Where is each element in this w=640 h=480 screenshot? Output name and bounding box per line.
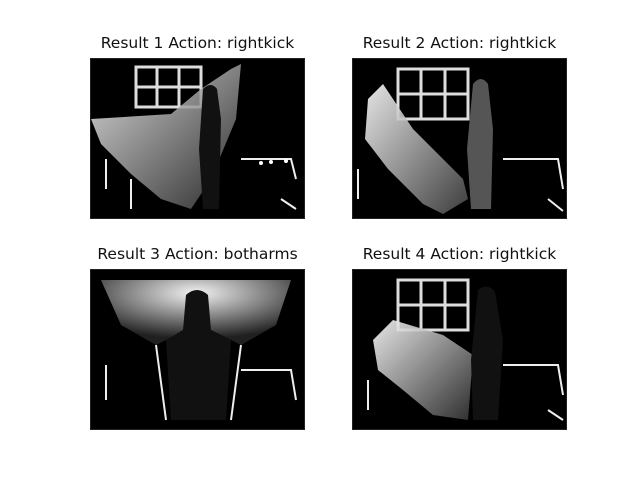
panel-title: Result 2 Action: rightkick — [362, 34, 557, 52]
depth-scene-botharms — [101, 280, 297, 421]
panel-title: Result 4 Action: rightkick — [362, 245, 557, 263]
depth-image — [352, 269, 567, 430]
depth-image — [352, 58, 567, 219]
panel-title: Result 3 Action: botharms — [97, 245, 298, 263]
panel-title: Result 1 Action: rightkick — [100, 34, 295, 52]
depth-image — [90, 58, 305, 219]
depth-scene-rightkick-4 — [367, 278, 564, 421]
depth-scene-rightkick-1 — [91, 64, 297, 210]
depth-scene-rightkick-2 — [357, 67, 564, 214]
depth-image — [90, 269, 305, 430]
